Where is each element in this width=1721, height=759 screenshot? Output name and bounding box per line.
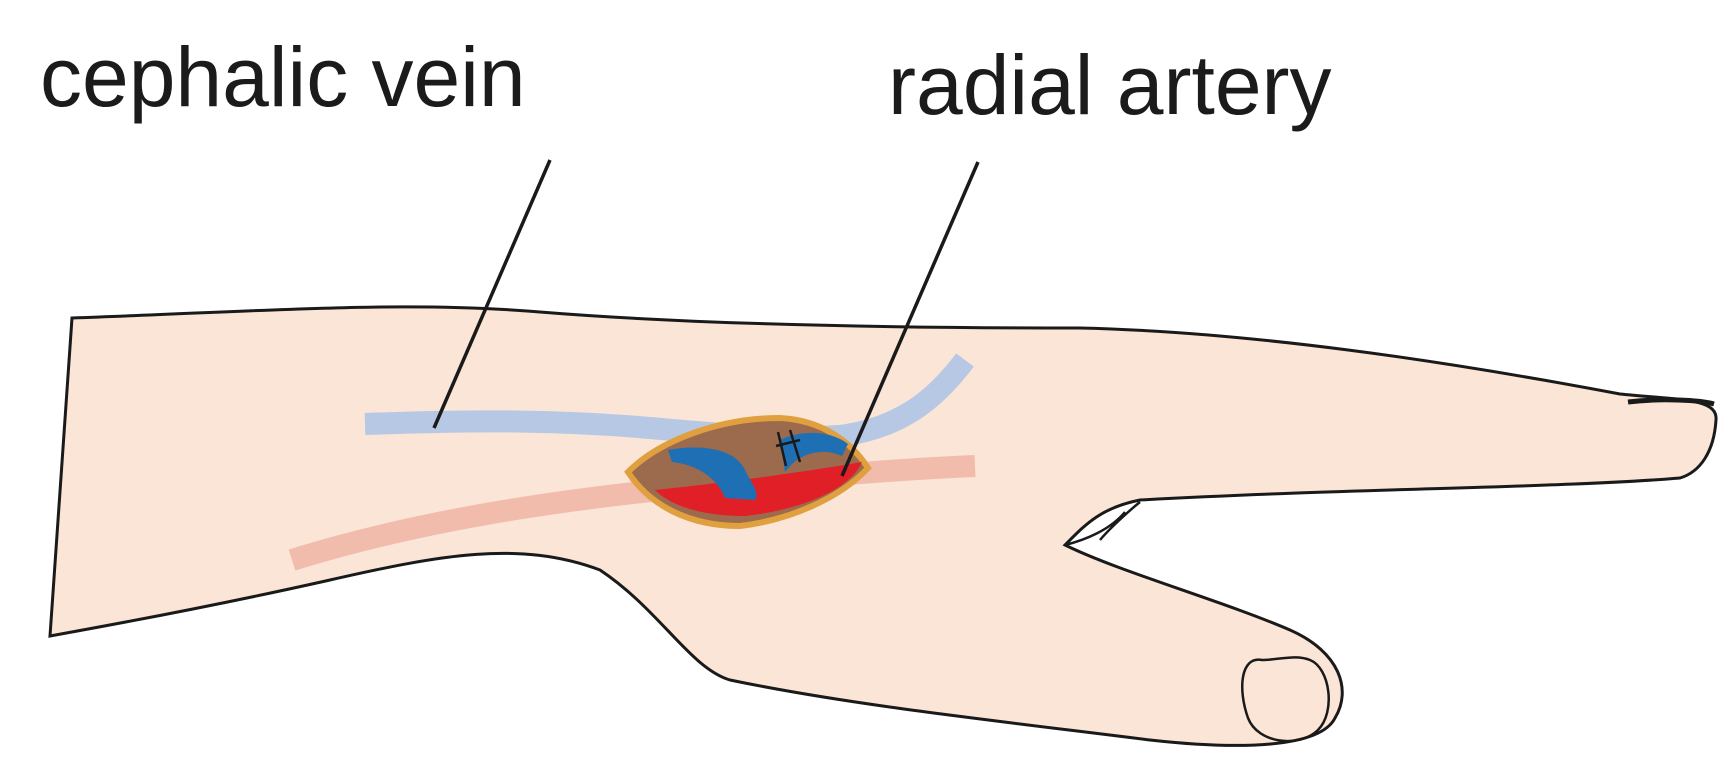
label-radial-artery: radial artery bbox=[888, 38, 1332, 132]
forearm-hand bbox=[50, 307, 1716, 746]
label-cephalic-vein: cephalic vein bbox=[40, 30, 526, 124]
